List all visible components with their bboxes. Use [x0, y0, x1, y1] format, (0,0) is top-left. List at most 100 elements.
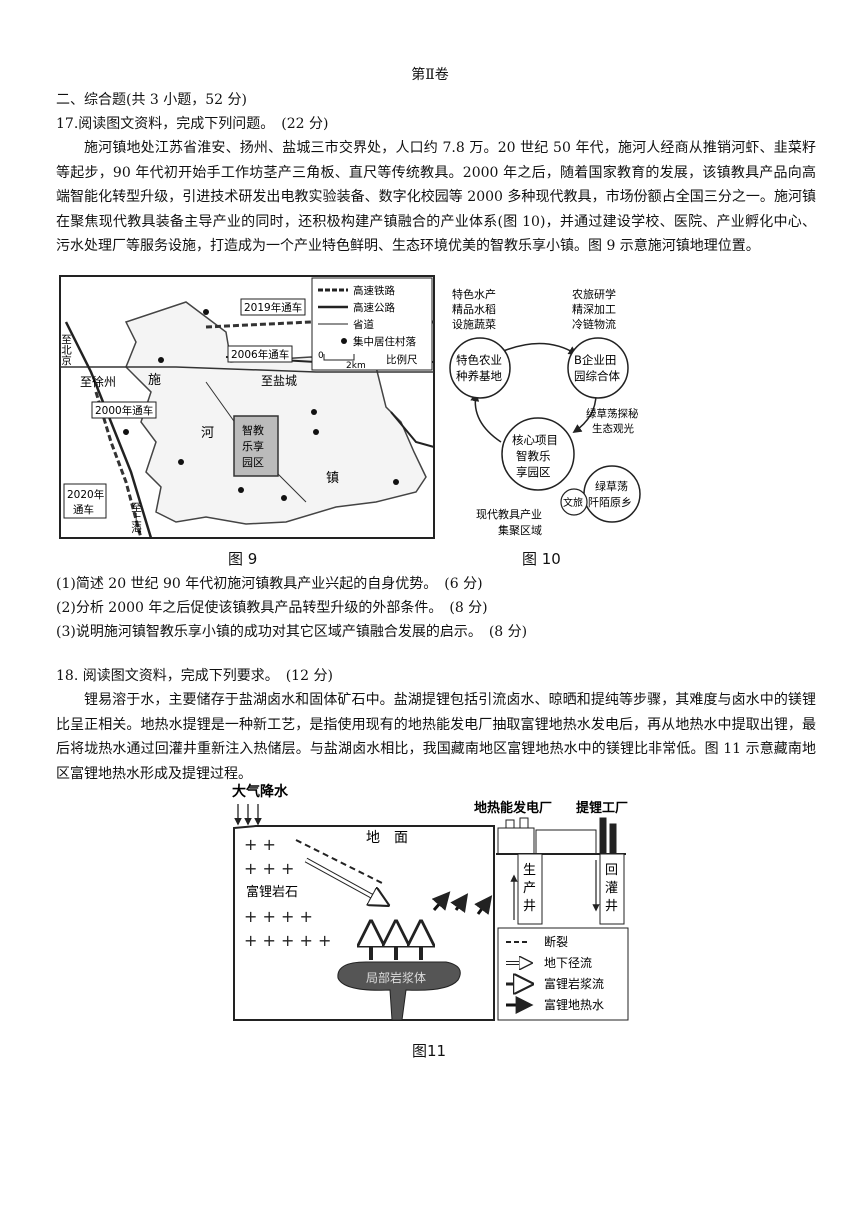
park-label-a: 智教: [242, 423, 264, 437]
label-to-beijing: 至北京: [60, 334, 72, 366]
well1-char3: 井: [523, 899, 536, 914]
node2-line2: 园综合体: [574, 369, 620, 383]
expressway-east: [390, 411, 435, 448]
label-zhen: 镇: [326, 471, 339, 486]
plant2-label: 提锂工厂: [576, 800, 628, 816]
label-box-2006: [227, 345, 293, 363]
q17-head: 17.阅读图文资料，完成下列问题。 (22 分): [56, 116, 329, 132]
fault-line: [295, 839, 385, 885]
well2-char2: 灌: [605, 881, 618, 896]
label-open-2019: 2019年通车: [244, 301, 302, 314]
lithium-rock-symbols: + + + + + + + + + + + + + +: [244, 835, 331, 950]
village-dots: [123, 309, 399, 501]
node-lvcaodang: [583, 465, 641, 523]
legend-scale-label: 比例尺: [386, 353, 418, 366]
q17-paragraph: 施河镇地处江苏省淮安、扬州、盐城三市交界处，人口约 7.8 万。20 世纪 50…: [56, 140, 816, 254]
production-well: [517, 853, 543, 925]
legend-village: 集中居住村落: [353, 335, 416, 348]
label-to-shanghai: 至上海: [130, 502, 142, 534]
wenlv-link: [560, 488, 588, 516]
label-to-xuzhou: 至徐州: [80, 374, 116, 389]
magma-chamber: [337, 961, 461, 1021]
precip-label: 大气降水: [232, 783, 289, 800]
hot-water-arrows: [431, 891, 493, 915]
well1-char1: 生: [523, 863, 536, 878]
svg-text:+ +: + +: [244, 835, 276, 854]
q18-paragraph: 锂易溶于水，主要储存于盐湖卤水和固体矿石中。盐湖提锂包括引流卤水、晾晒和提纯等步…: [56, 692, 816, 782]
label-box-2019: [240, 298, 306, 316]
legend-scale-value: 2km: [346, 361, 366, 371]
wenlv-label: 文旅: [563, 496, 583, 509]
expressway-beijing-shanghai: [64, 321, 153, 539]
section-title: 二、综合题(共 3 小题，52 分): [56, 92, 247, 108]
label-open-2020-a: 2020年: [67, 488, 104, 501]
node-special-agri: [449, 337, 511, 399]
power-plant-building: [497, 817, 535, 855]
well2-char1: 回: [605, 863, 618, 878]
label-open-2020-b: 通车: [73, 503, 94, 516]
node3-line2: 智教乐: [516, 449, 551, 463]
reinjection-well: [599, 853, 625, 925]
node1-top-line3: 设施蔬菜: [452, 318, 496, 331]
node1-line2: 种养基地: [456, 369, 502, 383]
province-road: [60, 366, 434, 373]
q17-sub3: (3)说明施河镇智教乐享小镇的成功对其它区域产镇融合发展的启示。 (8 分): [56, 624, 528, 640]
node-b-enterprise: [567, 337, 629, 399]
q17-sub1: (1)简述 20 世纪 90 年代初施河镇教具产业兴起的自身优势。 (6 分): [56, 576, 483, 592]
cycle-arc-top: [500, 342, 578, 355]
legend-highway: 高速公路: [353, 301, 395, 314]
label-shi: 施: [148, 373, 161, 388]
figure-11-caption: 图11: [412, 1042, 447, 1060]
legend-scale-zero: 0: [318, 351, 324, 361]
magma-label: 局部岩浆体: [366, 970, 426, 985]
label-open-2000: 2000年通车: [95, 404, 153, 417]
svg-text:+ + +: + + +: [244, 859, 294, 878]
plant1-label: 地热能发电厂: [474, 800, 552, 816]
q17-sub2: (2)分析 2000 年之后促使该镇教具产品转型升级的外部条件。 (8 分): [56, 600, 488, 616]
legend-hot-water: 富锂地热水: [544, 997, 604, 1012]
high-speed-rail-2020: [94, 391, 143, 539]
figure-10-diagram: 特色水产 精品水稻 设施蔬菜 农旅研学 精深加工 冷链物流 特色农业 种养基地 …: [449, 287, 641, 537]
node2-line1: B企业田: [574, 353, 616, 367]
q18-head: 18. 阅读图文资料，完成下列要求。 (12 分): [56, 668, 333, 684]
node1-top-line2: 精品水稻: [452, 303, 496, 316]
node2-top-line2: 精深加工: [572, 303, 616, 316]
cycle-arc-left: [470, 392, 502, 443]
well1-char2: 产: [523, 881, 536, 896]
label-box-2020: [63, 483, 107, 519]
label-box-2000: [91, 401, 157, 419]
node-core-project: [501, 417, 575, 491]
legend-fault: 断裂: [544, 934, 568, 949]
magma-flow-arrows: [371, 925, 421, 960]
node1-top-line1: 特色水产: [452, 287, 496, 301]
node4-side-line2: 生态观光: [592, 422, 634, 435]
node1-line1: 特色农业: [456, 353, 502, 367]
ground-outline: [233, 825, 495, 1021]
rock-label: 富锂岩石: [246, 884, 298, 900]
node4-line1: 绿草荡: [595, 479, 628, 493]
figure-11-diagram: 大气降水 地 面 + + + + + + + + + + + + + + 富锂岩…: [232, 783, 629, 1021]
node4-side-line1: 绿草荡探秘: [586, 407, 639, 420]
well2-char3: 井: [605, 899, 618, 914]
svg-text:+ + + +: + + + +: [244, 907, 313, 926]
node2-top-line1: 农旅研学: [572, 287, 616, 301]
volume-title: 第Ⅱ卷: [411, 67, 449, 83]
svg-text:+ + + + +: + + + + +: [244, 931, 331, 950]
figure-10-caption: 图 10: [522, 550, 561, 568]
node3-line1: 核心项目: [512, 433, 558, 447]
label-to-yancheng: 至盐城: [261, 374, 297, 388]
park-label-c: 园区: [242, 456, 264, 469]
figure-9-map: 智教 乐享 园区 2019年通车 2006年通车 2000年通车 2020年 通…: [59, 275, 435, 539]
node4-line2: 阡陌原乡: [588, 496, 632, 509]
park-label-b: 乐享: [242, 439, 264, 453]
legend-rail: 高速铁路: [353, 284, 395, 297]
node3-line3: 享园区: [516, 465, 551, 479]
figure-9-caption: 图 9: [228, 550, 258, 568]
node2-top-line3: 冷链物流: [572, 317, 616, 331]
label-open-2006: 2006年通车: [231, 348, 289, 361]
label-he: 河: [201, 426, 214, 441]
edu-park-area: [233, 415, 279, 477]
lithium-factory-building: [535, 817, 617, 855]
ground-label: 地 面: [366, 830, 408, 846]
legend-underground: 地下径流: [544, 956, 592, 970]
